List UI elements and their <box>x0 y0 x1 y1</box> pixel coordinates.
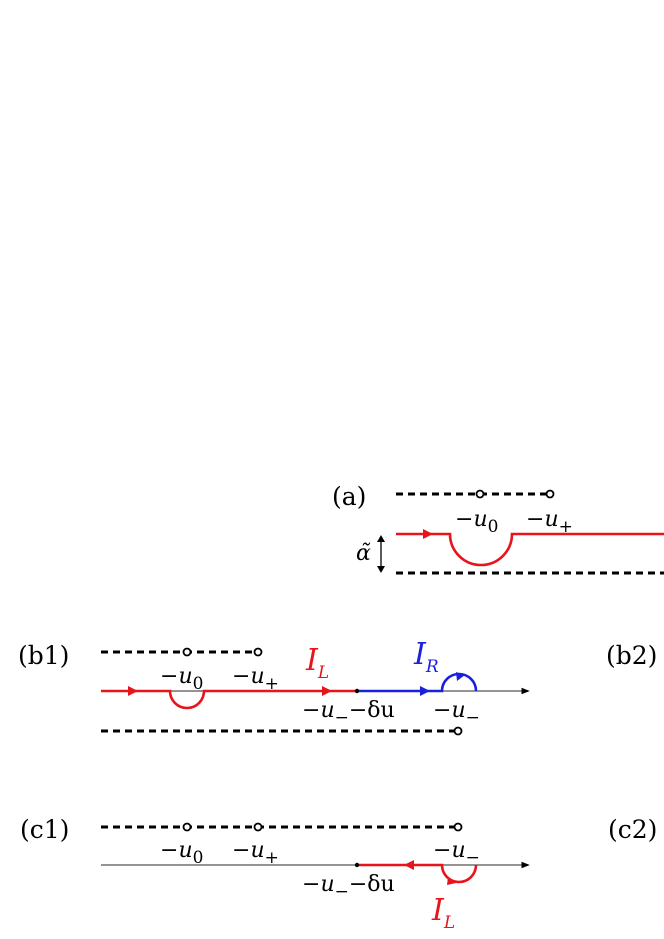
branch-point-uminus <box>453 822 463 832</box>
panel-b1: (b1) −u0 −u+ IL IR −u−−δu −u− <box>18 637 530 736</box>
red-contour-arrow-a <box>423 529 433 539</box>
tick-label-minus-u0: −u0 <box>160 838 203 868</box>
panel-label-b1: (b1) <box>18 641 69 670</box>
red-arrow-2 <box>447 877 456 885</box>
red-arrow-1 <box>128 686 138 696</box>
tick-label-minus-uminus-deltau: −u−−δu <box>302 872 395 902</box>
label-IL: IL <box>305 643 329 683</box>
alpha-tilde-label: α̃ <box>356 541 371 566</box>
red-contour-IL <box>357 863 478 884</box>
tick-label-minus-uminus: −u− <box>433 698 480 728</box>
panel-label-c1: (c1) <box>20 815 69 844</box>
blue-arrow-1 <box>420 686 430 696</box>
alpha-arrow-down <box>377 566 385 573</box>
red-contour-a <box>396 532 664 567</box>
alpha-arrow-up <box>377 535 385 542</box>
panel-label-c2: (c2) <box>608 815 657 844</box>
branch-point-u0 <box>182 822 192 832</box>
branch-point-uplus <box>545 489 555 499</box>
red-contour-IL <box>101 689 357 710</box>
branch-point-u0 <box>182 647 192 657</box>
tick-label-minus-uplus: −u+ <box>232 664 279 694</box>
tick-label-minus-uplus: −u+ <box>232 838 279 868</box>
panel-a: (a) −u0 −u+ α̃ <box>332 482 664 575</box>
tick-label-minus-uminus-deltau: −u−−δu <box>302 698 395 728</box>
tick-label-minus-uplus: −u+ <box>526 507 573 537</box>
branch-point-uminus <box>453 726 463 736</box>
blue-arrow-2 <box>456 672 465 681</box>
tick-label-minus-u0: −u0 <box>160 664 203 694</box>
label-IR: IR <box>413 637 439 677</box>
label-IL: IL <box>431 893 455 933</box>
branch-point-uplus <box>253 647 263 657</box>
point-delta-u <box>354 862 360 868</box>
panel-label-b2: (b2) <box>606 641 657 670</box>
branch-point-u0 <box>475 489 485 499</box>
point-delta-u <box>354 688 360 694</box>
panel-label-a: (a) <box>332 482 366 511</box>
tick-label-minus-uminus: −u− <box>433 838 480 868</box>
branch-point-uplus <box>253 822 263 832</box>
red-arrow-1 <box>404 860 414 870</box>
tick-label-minus-u0: −u0 <box>455 507 498 537</box>
panel-c1: (c1) −u0 −u+ −u− −u−−δu IL <box>20 815 530 933</box>
red-arrow-2 <box>322 686 332 696</box>
